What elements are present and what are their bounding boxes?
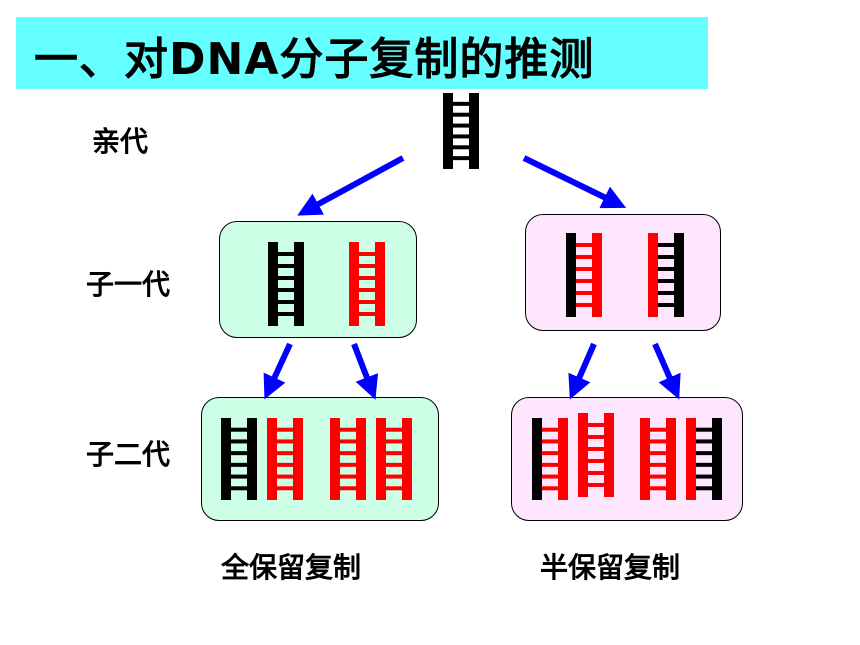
- ladder-cons-f2-4: [376, 418, 412, 500]
- conservative-second-gen-box: [201, 397, 439, 521]
- arrow-parent-to-conservative: [297, 155, 405, 216]
- arrow-parent-to-semiconservative: [522, 155, 627, 209]
- ladder-cons-f2-3: [330, 418, 366, 500]
- ladder-semi-f2-2: [578, 413, 614, 497]
- ladder-semi-f1-b: [648, 233, 684, 317]
- ladder-semi-f1-a: [566, 233, 602, 317]
- ladder-semi-f2-1: [532, 418, 568, 500]
- label-conservative: 全保留复制: [221, 551, 362, 584]
- label-semiconservative: 半保留复制: [540, 551, 681, 584]
- page-title: 一、对DNA分子复制的推测: [34, 34, 595, 85]
- label-parent: 亲代: [92, 125, 149, 158]
- ladder-parent: [443, 93, 479, 169]
- semiconservative-second-gen-box: [511, 397, 743, 521]
- arrow-cons-left: [263, 342, 293, 400]
- semiconservative-first-gen-box: [525, 214, 721, 331]
- title-bar: 一、对DNA分子复制的推测: [16, 17, 708, 89]
- label-second-generation: 子二代: [86, 438, 171, 471]
- ladder-semi-f2-4: [686, 418, 722, 500]
- ladder-semi-f2-3: [640, 418, 676, 500]
- arrow-cons-right: [351, 342, 379, 400]
- arrow-semi-right: [652, 342, 681, 400]
- label-first-generation: 子一代: [86, 268, 171, 301]
- ladder-cons-f2-1: [221, 418, 257, 500]
- ladder-cons-f1-old: [268, 242, 304, 326]
- ladder-cons-f1-new: [349, 242, 385, 326]
- arrow-semi-left: [568, 342, 597, 400]
- ladder-cons-f2-2: [267, 418, 303, 500]
